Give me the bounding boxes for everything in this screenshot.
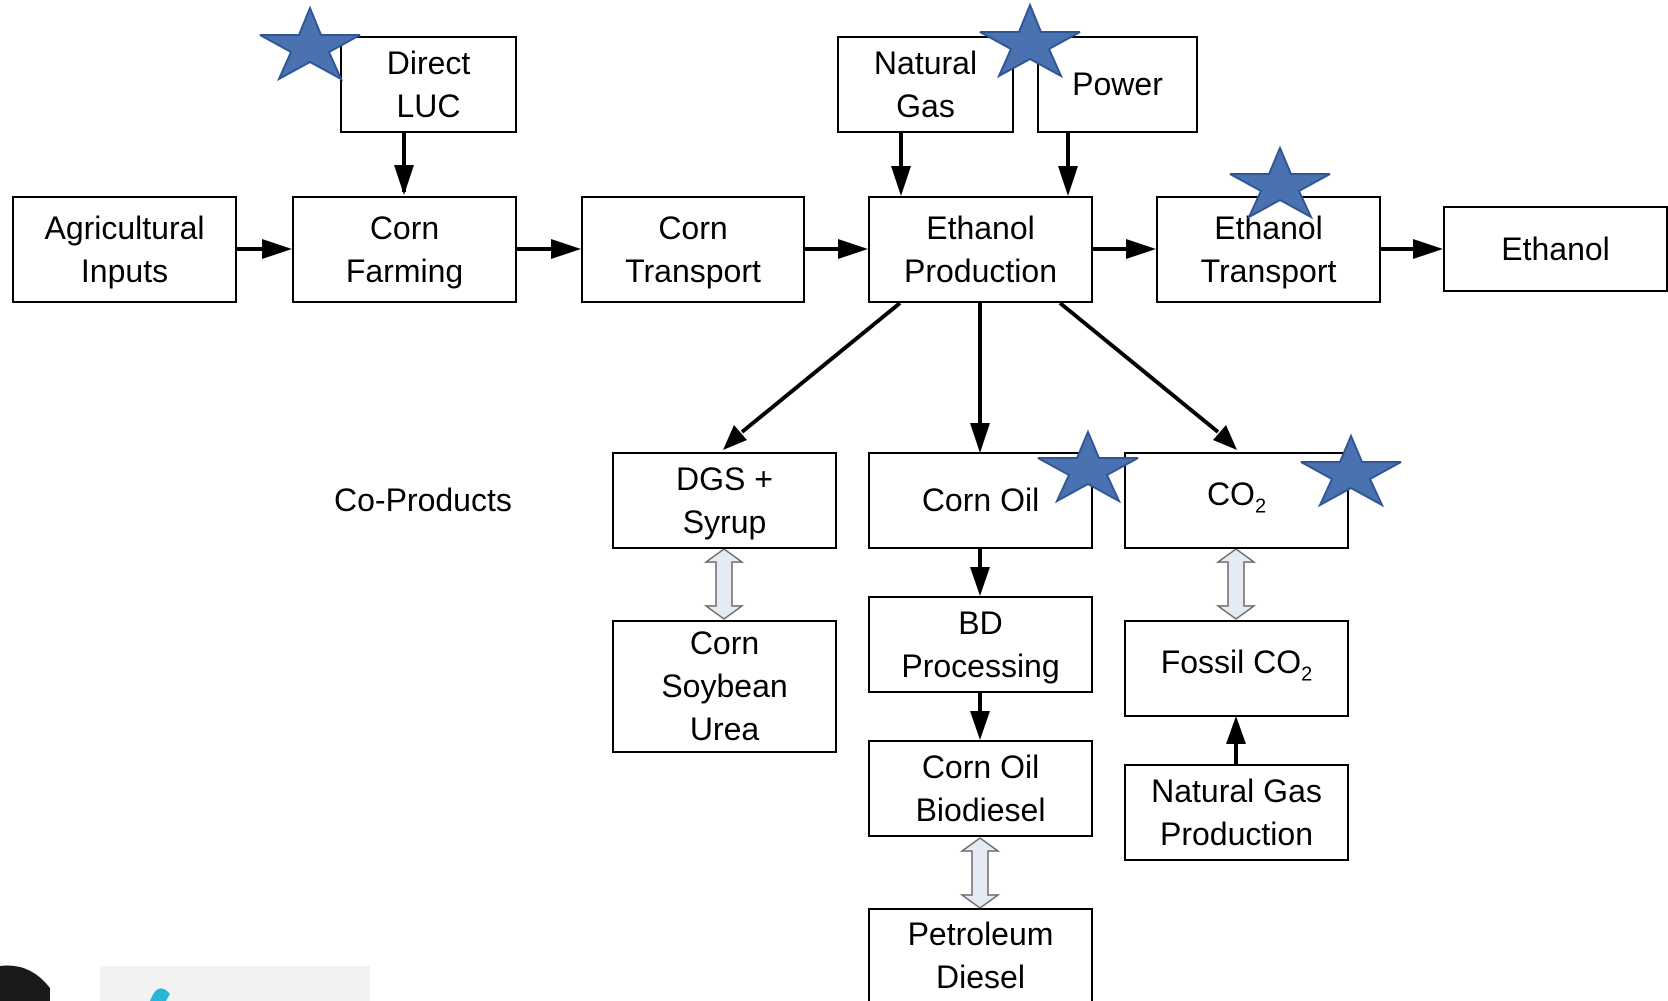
- box-ethanol-transport: Ethanol Transport: [1156, 196, 1381, 303]
- box-agricultural-inputs: Agricultural Inputs: [12, 196, 237, 303]
- box-ethanol-production: Ethanol Production: [868, 196, 1093, 303]
- logo-swoosh-icon: [150, 988, 170, 1001]
- arrowhead: [838, 239, 868, 259]
- co2-label: CO2: [1206, 475, 1267, 518]
- arrow-production-to-dgs: [740, 301, 902, 434]
- star-icon: [1229, 145, 1331, 220]
- box-corn-farming: Corn Farming: [292, 196, 517, 303]
- box-corn-soybean-urea: Corn Soybean Urea: [612, 620, 837, 753]
- arrowhead: [970, 423, 990, 453]
- logo-mark-icon: [0, 965, 50, 1001]
- box-natural-gas-production: Natural Gas Production: [1124, 764, 1349, 861]
- box-corn-transport: Corn Transport: [581, 196, 805, 303]
- star-icon: [1300, 433, 1402, 508]
- box-ethanol: Ethanol: [1443, 206, 1668, 292]
- arrow-production-to-co2: [1058, 301, 1220, 434]
- box-petroleum-diesel: Petroleum Diesel: [868, 908, 1093, 1001]
- flow-arrows: [237, 132, 1443, 764]
- arrowhead: [262, 239, 292, 259]
- co-products-label: Co-Products: [334, 482, 512, 518]
- arrowhead: [394, 165, 414, 195]
- star-icon: [259, 5, 361, 82]
- box-bd-processing: BD Processing: [868, 596, 1093, 693]
- box-natural-gas: Natural Gas: [837, 36, 1014, 133]
- box-direct-luc: Direct LUC: [340, 36, 517, 133]
- arrowhead: [723, 425, 747, 450]
- logo-panel: [100, 966, 370, 1001]
- arrowhead: [1058, 166, 1078, 196]
- arrowhead: [1126, 239, 1156, 259]
- double-arrow-dgs-corn-soybean: [703, 548, 745, 620]
- arrowhead: [1213, 425, 1237, 450]
- star-icon: [979, 2, 1081, 79]
- corner-logo: [0, 965, 370, 1001]
- arrowhead: [551, 239, 581, 259]
- box-corn-oil-biodiesel: Corn Oil Biodiesel: [868, 740, 1093, 837]
- fossil-co2-label: Fossil CO2: [1160, 643, 1313, 686]
- arrowhead: [1226, 716, 1246, 744]
- arrowhead: [970, 567, 990, 596]
- arrowhead: [891, 166, 911, 196]
- arrowhead: [970, 711, 990, 740]
- arrowhead: [1413, 239, 1443, 259]
- star-icon: [1037, 429, 1139, 504]
- box-power: Power: [1037, 36, 1198, 133]
- double-arrow-co2-fossil-co2: [1215, 548, 1257, 620]
- box-dgs-syrup: DGS + Syrup: [612, 452, 837, 549]
- box-fossil-co2: Fossil CO2: [1124, 620, 1349, 717]
